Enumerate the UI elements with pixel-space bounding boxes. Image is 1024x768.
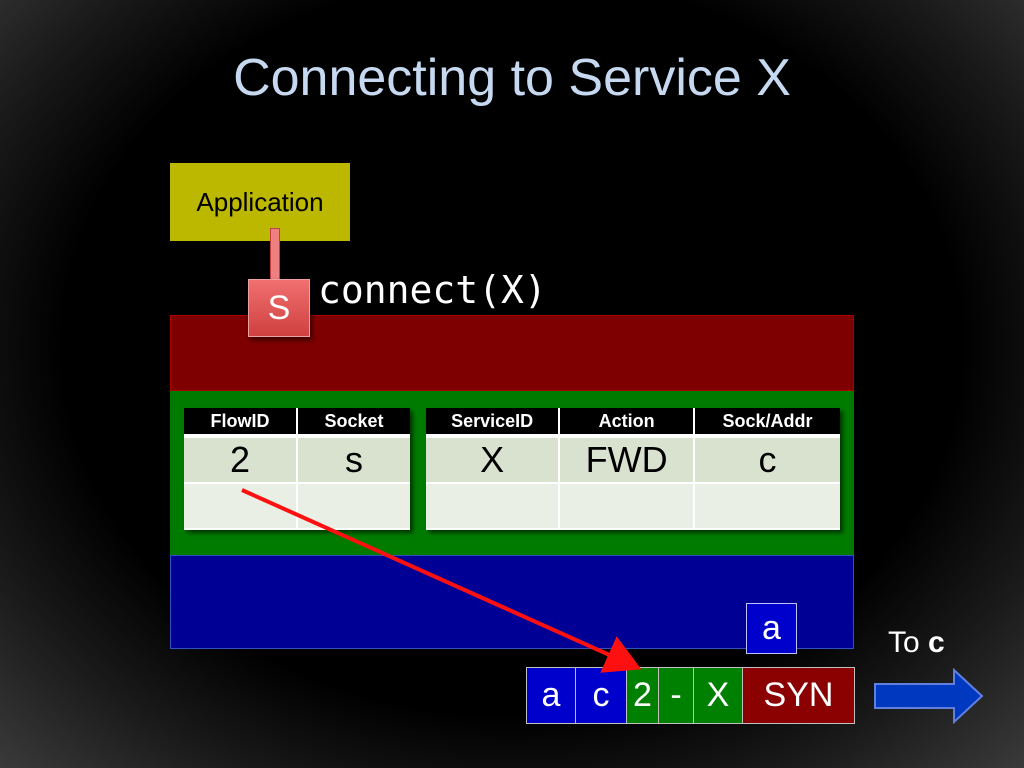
socket-label: S <box>267 288 291 327</box>
flow-table-cell: 2 <box>184 436 298 484</box>
packet-field-text: a <box>541 676 561 714</box>
packet-field-text: SYN <box>763 676 834 714</box>
packet: a c 2 - X SYN <box>526 667 855 724</box>
flow-table-cell: s <box>296 436 410 484</box>
service-table-header: Sock/Addr <box>693 408 840 438</box>
packet-field: 2 <box>627 668 659 723</box>
packet-field: X <box>694 668 743 723</box>
address-label: a <box>762 609 781 647</box>
packet-field: SYN <box>743 668 854 723</box>
service-table-header: ServiceID <box>426 408 561 438</box>
send-arrow-icon <box>874 668 984 725</box>
address-box: a <box>746 603 797 654</box>
service-table: ServiceID Action Sock/Addr X FWD c <box>426 408 840 530</box>
to-target: c <box>928 626 945 659</box>
service-table-cell: FWD <box>559 436 695 484</box>
service-table-header: Action <box>559 408 695 438</box>
packet-field: a <box>527 668 576 723</box>
service-table-cell: X <box>426 436 561 484</box>
table-row <box>426 483 840 530</box>
socket-box: S <box>248 279 310 337</box>
blue-layer <box>170 555 854 649</box>
packet-field-text: c <box>592 676 610 714</box>
service-table-cell <box>693 483 840 530</box>
table-row: X FWD c <box>426 436 840 484</box>
packet-field-text: X <box>706 676 730 714</box>
flow-table-header: Socket <box>296 408 410 438</box>
application-label: Application <box>196 186 324 217</box>
slide-title: Connecting to Service X <box>233 49 791 107</box>
flow-table-header: FlowID <box>184 408 298 438</box>
service-table-cell <box>426 483 561 530</box>
to-label: To <box>888 626 920 659</box>
to-destination-label: To c <box>888 626 945 660</box>
packet-field: - <box>659 668 694 723</box>
service-table-cell: c <box>693 436 840 484</box>
application-box: Application <box>170 163 350 241</box>
packet-field-text: - <box>670 676 682 714</box>
packet-field-text: 2 <box>633 676 652 714</box>
connect-call: connect(X) <box>318 268 547 312</box>
table-row: 2 s <box>184 436 410 484</box>
packet-field: c <box>576 668 627 723</box>
service-table-cell <box>559 483 695 530</box>
